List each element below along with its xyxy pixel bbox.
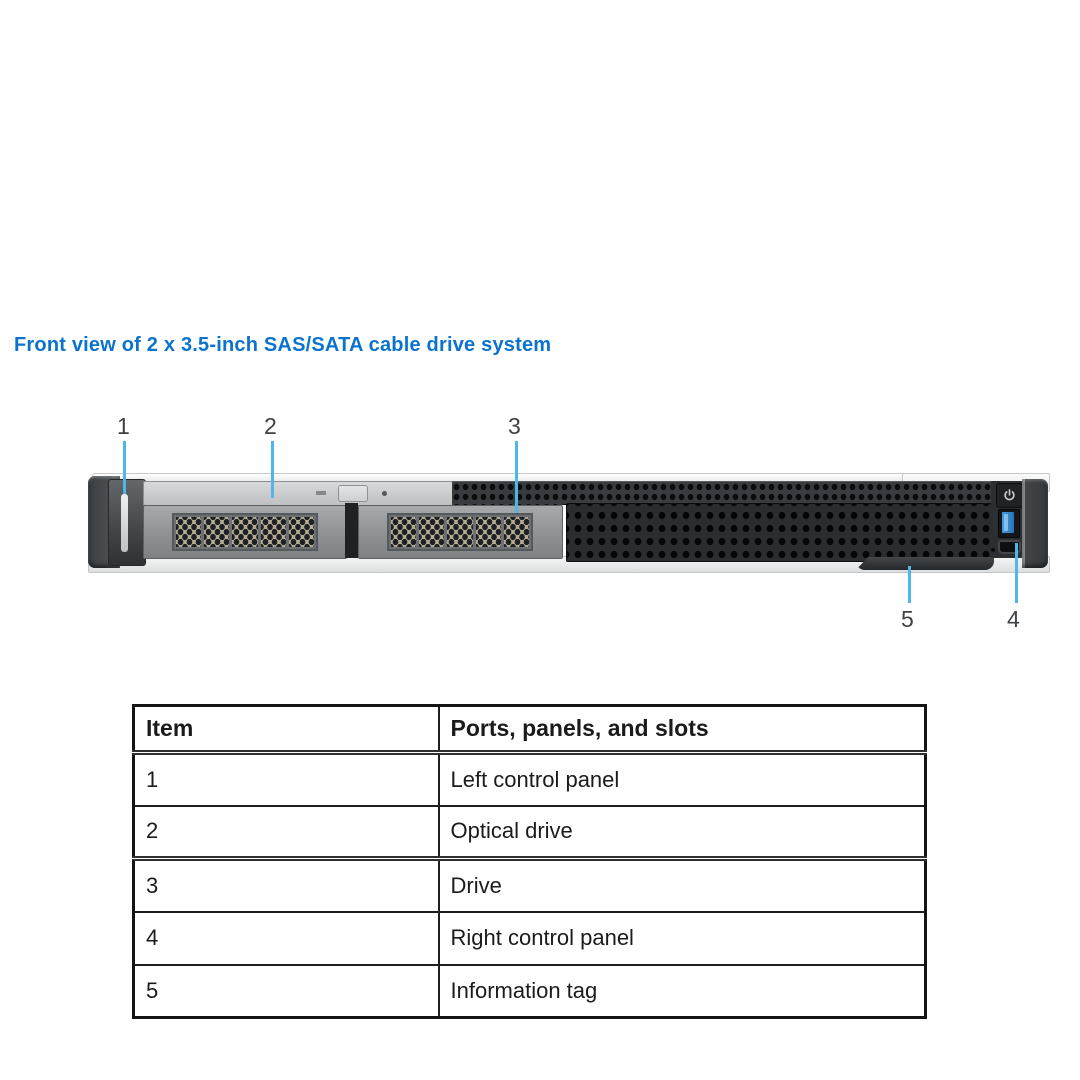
table-row: 1 Left control panel bbox=[132, 751, 927, 807]
leader-line-2 bbox=[271, 441, 274, 498]
perforated-blank-filler bbox=[566, 503, 992, 562]
callout-number-2: 2 bbox=[264, 413, 277, 439]
table-row: 3 Drive bbox=[132, 857, 927, 913]
item-number-cell: 3 bbox=[132, 857, 440, 913]
item-label-cell: Optical drive bbox=[437, 804, 927, 861]
optical-drive-led bbox=[382, 491, 387, 496]
leader-line-4 bbox=[1015, 543, 1018, 603]
drive-mesh-tile bbox=[288, 517, 315, 547]
table-row: 2 Optical drive bbox=[132, 804, 927, 861]
information-tag bbox=[856, 557, 994, 570]
item-number-cell: 5 bbox=[132, 963, 440, 1019]
optical-drive-indicator bbox=[316, 491, 326, 495]
drive-mesh-tile bbox=[391, 517, 417, 547]
leader-line-3 bbox=[515, 441, 518, 513]
right-ear-bracket bbox=[1022, 479, 1048, 568]
item-number-cell: 1 bbox=[132, 751, 440, 807]
bay-divider bbox=[345, 503, 358, 558]
table-header-row: Item Ports, panels, and slots bbox=[132, 704, 927, 755]
figure-title: Front view of 2 x 3.5-inch SAS/SATA cabl… bbox=[14, 334, 552, 356]
optical-drive-eject-button bbox=[338, 485, 368, 502]
drive-mesh-tile bbox=[232, 517, 258, 547]
table-row: 4 Right control panel bbox=[132, 910, 927, 966]
table-header-item: Item bbox=[132, 704, 440, 755]
power-icon bbox=[1004, 489, 1015, 501]
drive-carrier-2 bbox=[358, 505, 563, 559]
item-label-cell: Left control panel bbox=[437, 751, 927, 807]
leader-line-5 bbox=[908, 566, 911, 603]
drive-mesh-tile bbox=[503, 517, 530, 547]
callout-number-4: 4 bbox=[1007, 606, 1020, 632]
drive-mesh-tile bbox=[447, 517, 473, 547]
legend-table: Item Ports, panels, and slots 1 Left con… bbox=[132, 704, 927, 1019]
item-label-cell: Right control panel bbox=[437, 910, 927, 966]
item-number-cell: 4 bbox=[132, 910, 440, 966]
drive-mesh-tile bbox=[176, 517, 202, 547]
callout-number-3: 3 bbox=[508, 413, 521, 439]
leader-line-1 bbox=[123, 441, 126, 494]
legend-table-container: Item Ports, panels, and slots 1 Left con… bbox=[132, 704, 927, 1019]
top-ventilation-grille bbox=[452, 481, 995, 505]
item-label-cell: Drive bbox=[437, 857, 927, 913]
item-number-cell: 2 bbox=[132, 804, 440, 861]
status-led-dot bbox=[991, 548, 995, 552]
drive-mesh-tile bbox=[260, 517, 286, 547]
power-button bbox=[996, 483, 1023, 508]
table-row: 5 Information tag bbox=[132, 963, 927, 1019]
drive-mesh-recess bbox=[172, 513, 318, 551]
drive-mesh-recess bbox=[387, 513, 533, 551]
left-control-panel-led-bar bbox=[121, 494, 128, 552]
drive-mesh-tile bbox=[475, 517, 501, 547]
drive-mesh-tile bbox=[204, 517, 230, 547]
item-label-cell: Information tag bbox=[437, 963, 927, 1019]
table-header-description: Ports, panels, and slots bbox=[437, 704, 927, 755]
optical-drive bbox=[143, 481, 454, 506]
drive-mesh-tile bbox=[419, 517, 445, 547]
callout-number-1: 1 bbox=[117, 413, 130, 439]
drive-carrier-1 bbox=[143, 505, 347, 559]
callout-number-5: 5 bbox=[901, 606, 914, 632]
usb-port bbox=[998, 509, 1020, 538]
usb-port-tab bbox=[1004, 514, 1008, 531]
